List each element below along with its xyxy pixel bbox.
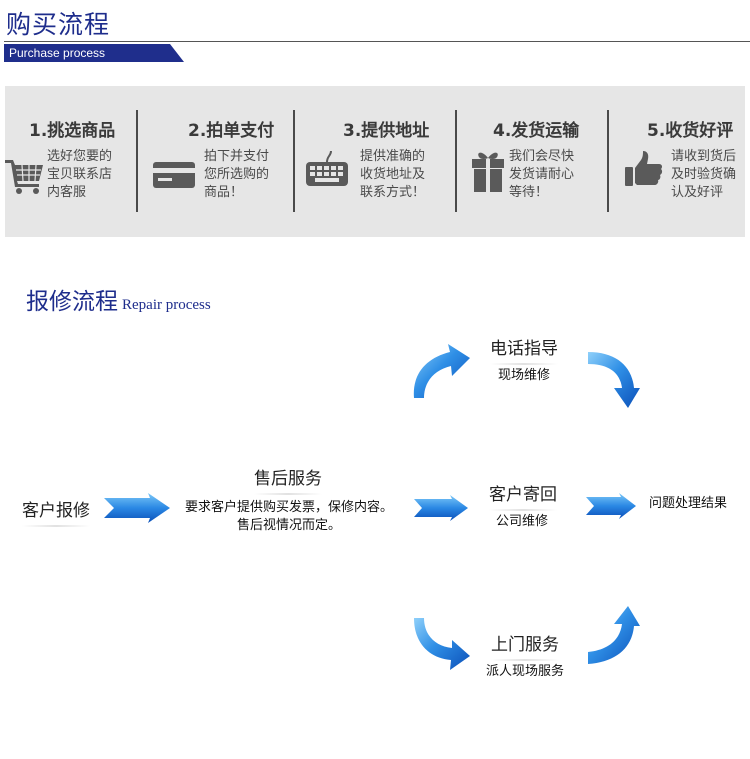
after-sales-desc: 要求客户提供购买发票，保修内容。 售后视情况而定。 <box>184 500 394 533</box>
purchase-step-1: 1.挑选商品 选好您要的 宝贝联系店 内客服 <box>5 86 135 237</box>
step-description: 拍下并支付 您所选购的 商品！ <box>204 149 270 200</box>
send-back-sub: 公司维修 <box>495 514 549 529</box>
step-description: 请收到货后 及时验货确 认及好评 <box>671 149 737 200</box>
arrow-right-icon <box>586 493 636 519</box>
arrow-right-icon <box>104 493 170 523</box>
purchase-step-4: 4.发货运输 我们会尽快 发货请耐心 等待！ <box>457 86 607 237</box>
curved-arrow-icon <box>414 618 470 670</box>
curved-arrow-icon <box>588 352 640 408</box>
step-divider <box>136 110 138 212</box>
purchase-step-5: 5.收货好评 请收到货后 及时验货确 认及好评 <box>609 86 745 237</box>
header-divider <box>4 41 750 42</box>
purchase-steps: 1.挑选商品 选好您要的 宝贝联系店 内客服 2.拍单支付 <box>5 86 745 237</box>
purchase-step-2: 2.拍单支付 拍下并支付 您所选购的 商品！ <box>138 86 293 237</box>
step-title: 2.拍单支付 <box>188 121 275 141</box>
thumbs-up-icon <box>625 151 663 186</box>
arrow-right-icon <box>414 495 468 521</box>
step-description: 我们会尽快 发货请耐心 等待！ <box>509 149 575 200</box>
phone-guide-sub: 现场维修 <box>497 368 551 383</box>
door-service-title: 上门服务 <box>491 630 559 661</box>
curved-arrow-icon <box>588 606 640 664</box>
curved-arrow-icon <box>413 344 470 398</box>
step-title: 3.提供地址 <box>343 121 430 141</box>
shopping-cart-icon <box>5 160 43 194</box>
step-divider <box>455 110 457 212</box>
repair-title-cn: 报修流程 <box>26 289 118 315</box>
customer-report-label: 客户报修 <box>22 496 90 527</box>
credit-card-icon <box>153 162 195 188</box>
after-sales-title: 售后服务 <box>254 464 322 495</box>
keyboard-icon <box>306 150 348 186</box>
step-title: 5.收货好评 <box>647 121 734 141</box>
door-service-sub: 派人现场服务 <box>485 664 565 679</box>
result-label: 问题处理结果 <box>648 496 728 511</box>
gift-box-icon <box>472 152 504 192</box>
step-title: 4.发货运输 <box>493 121 580 141</box>
purchase-step-3: 3.提供地址 提供准确的 收货地址及 联系方式！ <box>295 86 455 237</box>
purchase-subtitle-banner: Purchase process <box>4 44 184 62</box>
phone-guide-title: 电话指导 <box>490 334 558 365</box>
step-divider <box>293 110 295 212</box>
purchase-title: 购买流程 <box>6 10 111 39</box>
step-divider <box>607 110 609 212</box>
repair-title-en: Repair process <box>122 297 211 313</box>
banner-shape <box>4 44 184 62</box>
step-description: 选好您要的 宝贝联系店 内客服 <box>47 149 113 200</box>
step-description: 提供准确的 收货地址及 联系方式！ <box>360 149 426 200</box>
step-title: 1.挑选商品 <box>29 121 116 141</box>
send-back-title: 客户寄回 <box>489 480 557 511</box>
purchase-subtitle-text: Purchase process <box>9 46 106 60</box>
